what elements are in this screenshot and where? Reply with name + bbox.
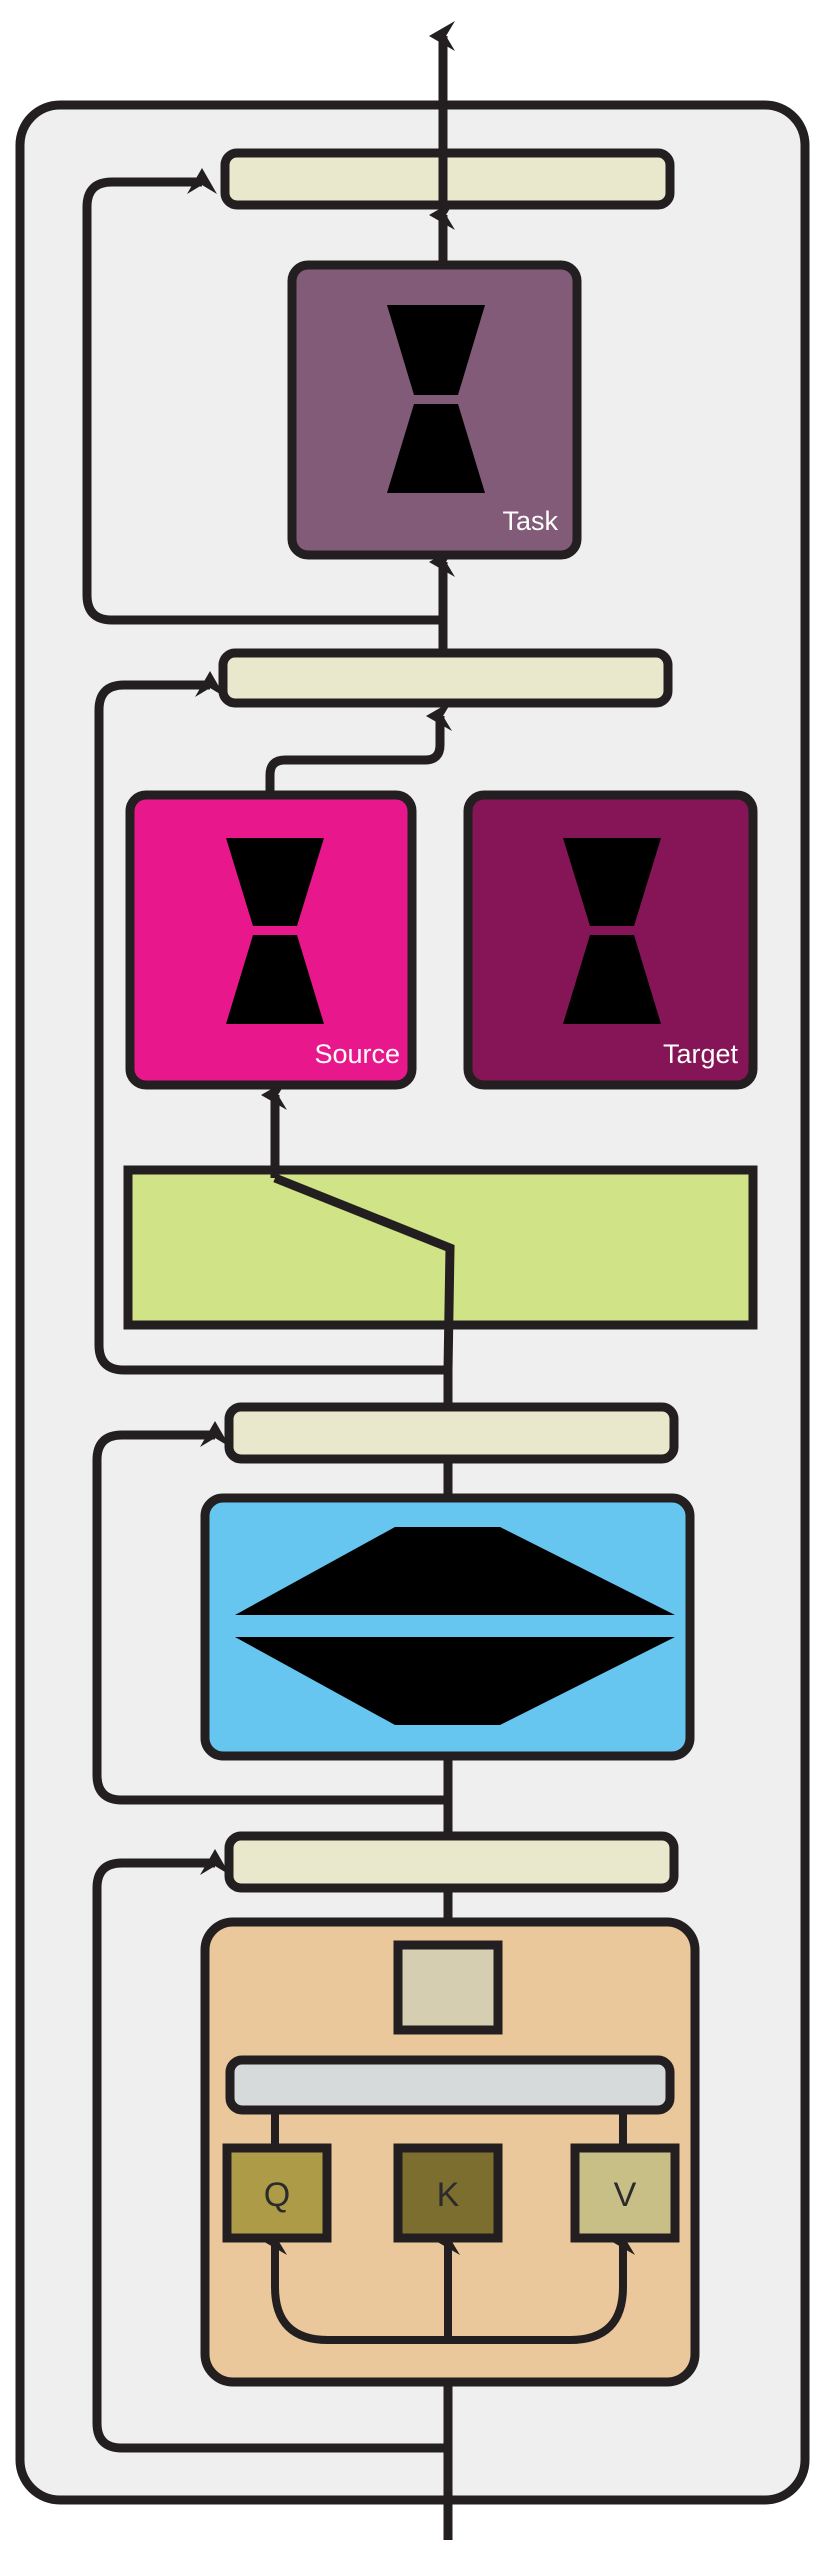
attention-combine [225,2055,675,2115]
q-label: Q [264,2176,290,2214]
router-switch [273,1173,455,1371]
target-label: Target [663,1039,739,1069]
source-output-arrow [265,701,452,795]
v-label: V [614,2176,637,2214]
k-label: K [437,2176,460,2214]
v-box [570,2143,680,2243]
qv-input-fork-right [448,2225,635,2344]
k-box [393,2143,503,2243]
source-hourglass-bottom [226,935,324,1024]
skip-attention [92,1849,448,2453]
task-label: Task [502,506,558,536]
qv-input-fork [261,2225,448,2344]
source-hourglass-top [226,838,324,926]
task-hourglass-top [387,305,485,395]
q-box [222,2143,332,2243]
skip-task [82,168,443,625]
norm-block-1 [224,1831,679,1893]
skip-ffn [92,1421,448,1805]
norm-block-2 [224,1402,679,1464]
target-hourglass-bottom [563,935,661,1024]
norm-block-3 [218,648,673,708]
ffn-down-trapezoid [235,1637,675,1725]
attention-output [393,1940,503,2035]
source-label: Source [314,1039,400,1069]
skip-adapter [94,671,448,1375]
ffn-up-trapezoid [235,1527,675,1615]
target-hourglass-top [563,838,661,926]
task-hourglass-bottom [387,404,485,493]
